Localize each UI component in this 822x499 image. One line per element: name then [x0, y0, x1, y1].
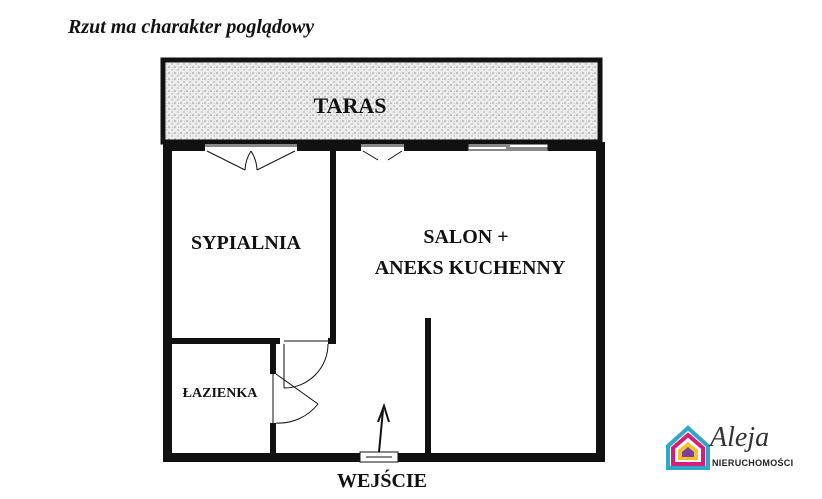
interior-walls	[172, 151, 431, 455]
outer-walls	[163, 142, 605, 462]
disclaimer-note: Rzut ma charakter poglądowy	[68, 16, 315, 38]
bedroom-label: SYPIALNIA	[191, 232, 302, 254]
sliding-window	[467, 142, 549, 151]
house-logo-icon	[666, 425, 710, 470]
company-logo: Aleja NIERUCHOMOŚCI	[664, 422, 814, 474]
entrance-label: WEJŚCIE	[337, 468, 427, 492]
logo-subtitle: NIERUCHOMOŚCI	[712, 458, 794, 468]
entrance-arrow-icon	[377, 402, 390, 453]
logo-wordmark: Aleja	[710, 422, 770, 453]
entrance-door	[359, 451, 399, 463]
bathroom-label: ŁAZIENKA	[183, 386, 259, 401]
living-room-label-line1: SALON +	[423, 226, 508, 248]
terrace-label: TARAS	[314, 93, 387, 118]
terrace-area	[160, 57, 603, 145]
bedroom-door	[283, 340, 329, 389]
salon-balcony-door	[361, 145, 404, 161]
bedroom-balcony-door	[205, 145, 297, 171]
living-room-label-line2: ANEKS KUCHENNY	[375, 257, 566, 279]
bathroom-door	[272, 373, 319, 424]
